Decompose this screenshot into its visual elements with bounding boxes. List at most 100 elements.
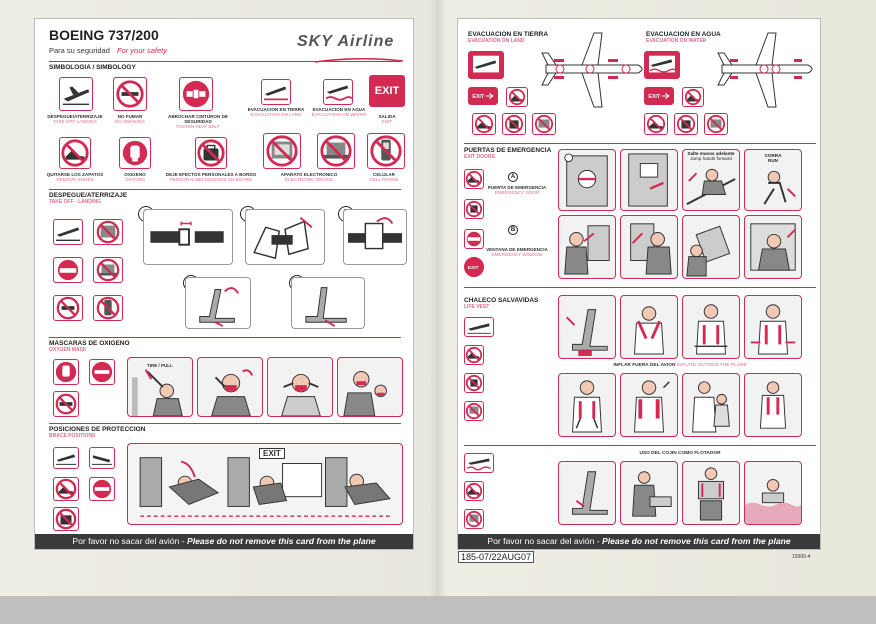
evacuation-water-icon bbox=[464, 453, 494, 473]
no-cell-phone-icon bbox=[93, 295, 123, 321]
svg-text:EXIT: EXIT bbox=[468, 265, 479, 271]
no-electronic-icon bbox=[93, 219, 123, 245]
no-luggage-icon bbox=[53, 507, 79, 531]
subtitle-en: For your safety bbox=[116, 46, 167, 55]
electronic-device-icon bbox=[263, 133, 301, 169]
fasten-seatbelt-icon bbox=[464, 229, 484, 249]
vest-under-seat-illustration bbox=[558, 295, 616, 359]
no-electronic-icon bbox=[532, 113, 556, 135]
footer-en: Please do not remove this card from the … bbox=[187, 536, 376, 546]
evacuation-water-icon bbox=[323, 79, 353, 105]
fasten-seatbelt-icon bbox=[89, 477, 115, 501]
cushion-hold-illustration bbox=[682, 461, 740, 525]
cushion-seat-illustration bbox=[558, 461, 616, 525]
evacuation-land-icon bbox=[261, 79, 291, 105]
cushion-remove-illustration bbox=[620, 461, 678, 525]
window-pull-illustration bbox=[558, 215, 616, 279]
jump-slide-illustration bbox=[682, 149, 740, 211]
footer-es: Por favor no sacar del avión - bbox=[487, 536, 602, 546]
subtitle: Para su seguridad For your safety bbox=[49, 46, 167, 55]
door-handle-illustration bbox=[558, 149, 616, 211]
evacuation-land-icon bbox=[468, 51, 504, 79]
divider bbox=[49, 423, 401, 424]
exit-sign-icon: EXIT bbox=[369, 75, 405, 107]
vest-child-illustration bbox=[744, 373, 802, 437]
airline-logo: SKY Airline bbox=[297, 33, 395, 50]
land-aircraft-diagram bbox=[538, 29, 648, 111]
evacuation-water-icon bbox=[644, 51, 680, 79]
no-shoes-icon bbox=[682, 87, 704, 107]
remove-shoes-icon bbox=[59, 137, 91, 169]
fasten-seatbelt-icon bbox=[53, 257, 83, 283]
inflate-outside-label: INFLAR FUERA DEL AVION INFLATE OUTSIDE T… bbox=[613, 363, 747, 368]
divider bbox=[464, 445, 816, 446]
window-remove-illustration bbox=[620, 215, 678, 279]
no-luggage-icon bbox=[464, 373, 484, 393]
door-open-illustration bbox=[620, 149, 678, 211]
no-electronic-icon bbox=[704, 113, 728, 135]
no-shoes-icon bbox=[464, 345, 484, 365]
pull-label: TIRE / PULL bbox=[147, 363, 173, 368]
no-shoes-icon bbox=[506, 87, 528, 107]
svg-text:EXIT: EXIT bbox=[648, 94, 661, 100]
left-footer: Por favor no sacar del avión - Please do… bbox=[35, 534, 413, 549]
personal-belongings-icon bbox=[195, 137, 227, 169]
right-footer: Por favor no sacar del avión - Please do… bbox=[458, 534, 820, 549]
oxygen-pull-illustration bbox=[127, 357, 193, 417]
divider bbox=[49, 61, 401, 62]
seatbelt-step1-illustration bbox=[143, 209, 233, 265]
window-climb-out-illustration bbox=[744, 215, 802, 279]
no-shoes-icon bbox=[472, 113, 496, 135]
logo-swoosh bbox=[314, 51, 404, 63]
cushion-float-illustration bbox=[744, 461, 802, 525]
no-smoking-icon bbox=[53, 391, 79, 417]
no-electronic-icon bbox=[464, 509, 484, 529]
footer-en: Please do not remove this card from the … bbox=[602, 536, 791, 546]
exit-arrow-icon: EXIT bbox=[468, 87, 498, 105]
water-aircraft-diagram bbox=[714, 29, 818, 111]
divider bbox=[464, 287, 816, 288]
no-electronic-icon bbox=[464, 401, 484, 421]
landing-icon bbox=[89, 447, 115, 469]
seatbelt-step3-illustration bbox=[343, 209, 407, 265]
takeoff-icon bbox=[59, 77, 93, 111]
card-reference: 19300-4 bbox=[792, 554, 811, 560]
seat-upright-illustration-2 bbox=[291, 277, 365, 329]
window-throw-illustration bbox=[682, 215, 740, 279]
left-panel: BOEING 737/200 Para su seguridad For you… bbox=[34, 18, 414, 550]
window-b-marker: B bbox=[508, 225, 518, 235]
oxygen-mask-apply-illustration bbox=[197, 357, 263, 417]
no-luggage-icon bbox=[464, 199, 484, 219]
cell-phone-icon bbox=[367, 133, 405, 169]
remove-shoes-icon bbox=[53, 477, 79, 501]
subtitle-es: Para su seguridad bbox=[49, 46, 110, 55]
svg-text:EXIT: EXIT bbox=[472, 94, 485, 100]
symbology-title: SIMBOLOGIA / SIMBOLOGY bbox=[49, 64, 136, 71]
exit-sign-icon: EXIT bbox=[464, 257, 484, 277]
aircraft-title: BOEING 737/200 bbox=[49, 27, 159, 43]
takeoff-icon bbox=[53, 219, 83, 245]
exit-sign-text: EXIT bbox=[374, 85, 400, 97]
vest-over-head-illustration bbox=[620, 295, 678, 359]
vest-inflate-illustration-2 bbox=[620, 373, 678, 437]
no-luggage-icon bbox=[674, 113, 698, 135]
brace-exit-sign: EXIT bbox=[259, 448, 285, 459]
no-smoking-icon bbox=[53, 295, 83, 321]
no-laptop-icon bbox=[93, 257, 123, 283]
oxygen-icon bbox=[53, 359, 79, 385]
vest-light-illustration bbox=[682, 373, 740, 437]
takeoff-icon bbox=[53, 447, 79, 469]
